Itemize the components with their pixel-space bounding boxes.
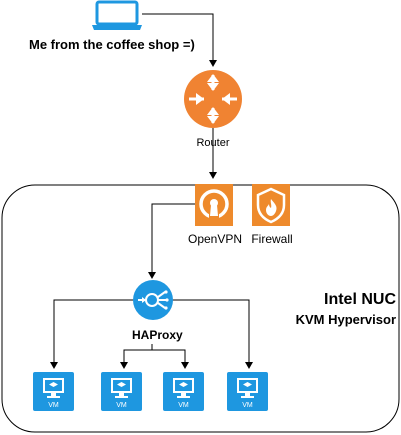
vm-label: VM — [242, 402, 253, 409]
router-label: Router — [196, 137, 230, 149]
vm-icon: VM — [101, 372, 142, 411]
openvpn-icon — [195, 184, 233, 226]
openvpn-label: OpenVPN — [187, 232, 243, 246]
vm-label: VM — [178, 402, 189, 409]
laptop-icon — [92, 0, 142, 30]
load-balancer-icon — [133, 280, 173, 320]
firewall-icon — [252, 184, 290, 226]
vm-node-1: VM — [33, 372, 74, 411]
edge-haproxy-vm2 — [120, 344, 153, 369]
vm-node-3: VM — [163, 372, 204, 411]
edge-laptop-router — [142, 13, 217, 67]
router-icon — [184, 70, 242, 128]
vm-label: VM — [116, 402, 127, 409]
host-subtitle: KVM Hypervisor — [295, 312, 396, 327]
firewall-label: Firewall — [251, 232, 293, 246]
vm-icon: VM — [163, 372, 204, 411]
vm-icon: VM — [33, 372, 74, 411]
edge-haproxy-vm1 — [50, 299, 134, 369]
host-title: Intel NUC — [324, 291, 396, 308]
edge-haproxy-vm3 — [152, 349, 189, 369]
vm-label: VM — [48, 402, 59, 409]
vm-node-4: VM — [227, 372, 268, 411]
vm-node-2: VM — [101, 372, 142, 411]
haproxy-label: HAProxy — [132, 328, 183, 342]
edge-haproxy-vm4 — [172, 299, 253, 369]
laptop-label: Me from the coffee shop =) — [29, 37, 195, 52]
vm-icon: VM — [227, 372, 268, 411]
edge-openvpn-haproxy — [148, 203, 195, 279]
